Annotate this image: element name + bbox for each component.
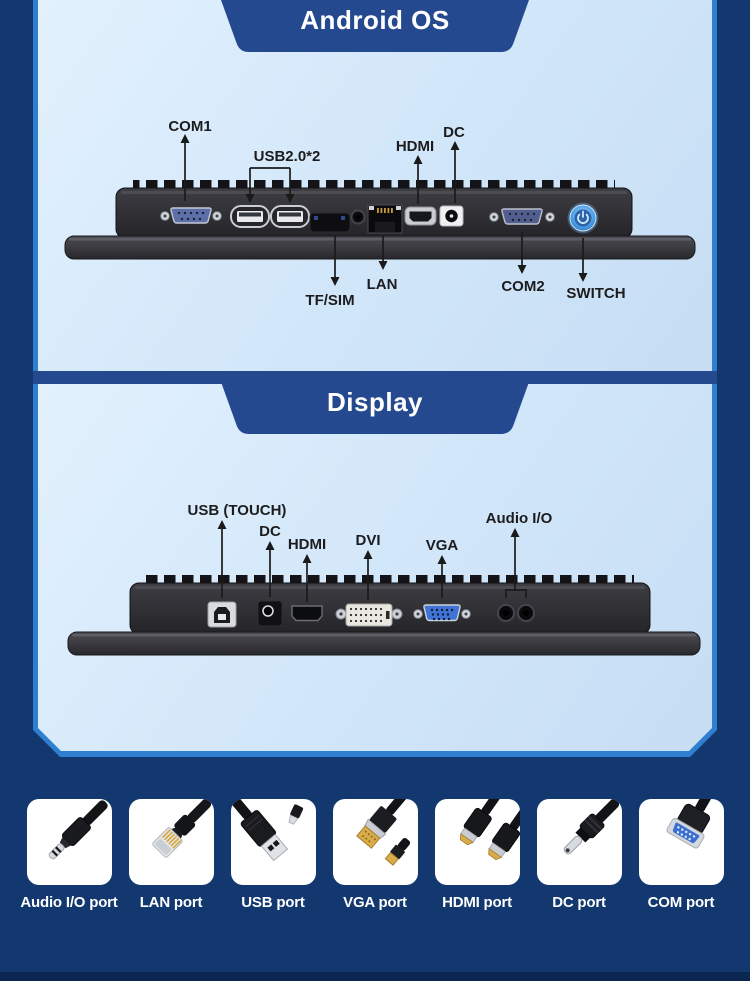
gallery-label: HDMI port xyxy=(442,894,512,911)
power-switch xyxy=(567,202,599,234)
gallery-card-lan: LAN port xyxy=(128,799,214,911)
front-bezel xyxy=(67,631,701,656)
hdmi-port xyxy=(291,605,323,622)
com1-port xyxy=(160,207,222,224)
cooling-fins xyxy=(146,575,634,586)
label-dc: DC xyxy=(443,124,465,141)
label-tfsim: TF/SIM xyxy=(305,292,354,309)
label-dc: DC xyxy=(259,523,281,540)
front-bezel xyxy=(64,235,696,260)
dvi-port xyxy=(335,603,403,627)
tf-sim-slot xyxy=(309,212,351,233)
gallery-card-vga: VGA port xyxy=(332,799,418,911)
lan-port xyxy=(367,204,403,234)
audio-out-jack xyxy=(517,604,535,622)
dc-jack-port xyxy=(257,600,283,627)
audio-jack-icon xyxy=(48,800,108,860)
audio-in-jack xyxy=(497,604,515,622)
display-device-diagram: USB (TOUCH) DC HDMI DVI VGA Audio I/O xyxy=(67,502,701,656)
dc-plug-icon xyxy=(563,799,619,855)
dc-port xyxy=(439,205,464,227)
usb-cable-icon xyxy=(230,799,303,862)
power-icon xyxy=(577,210,589,224)
label-usb-touch: USB (TOUCH) xyxy=(188,502,287,519)
gallery-card-usb: USB port xyxy=(230,799,316,911)
display-section-frame xyxy=(33,384,717,757)
label-usb2: USB2.0*2 xyxy=(254,148,321,165)
label-switch: SWITCH xyxy=(566,285,625,302)
android-device-diagram: COM1 USB2.0*2 HDMI DC TF/SIM LAN COM2 SW… xyxy=(64,118,696,309)
usb-port-2 xyxy=(270,205,310,228)
vga-cable-icon xyxy=(355,799,410,866)
label-hdmi: HDMI xyxy=(288,536,326,553)
label-lan: LAN xyxy=(367,276,398,293)
display-section-title: Display xyxy=(327,387,423,417)
display-section-banner: Display xyxy=(221,382,529,436)
gallery-card-hdmi: HDMI port xyxy=(434,799,520,911)
gallery-card-dc: DC port xyxy=(536,799,622,911)
hdmi-cable-icon xyxy=(459,799,520,861)
gallery-label: Audio I/O port xyxy=(20,894,118,911)
android-section-title: Android OS xyxy=(300,5,450,35)
label-audio-io: Audio I/O xyxy=(486,510,553,527)
gallery-label: COM port xyxy=(647,894,715,911)
android-section-banner: Android OS xyxy=(221,0,529,54)
cooling-fins xyxy=(133,180,615,191)
lan-cable-icon xyxy=(151,799,211,858)
gallery-label: LAN port xyxy=(139,894,203,911)
label-hdmi: HDMI xyxy=(396,138,434,155)
port-gallery: Audio I/O port LAN port xyxy=(0,799,750,911)
display-section-panel xyxy=(38,384,712,751)
section-divider-bar xyxy=(33,371,717,384)
com2-port xyxy=(489,208,555,225)
usb-port-1 xyxy=(230,205,270,228)
gallery-label: USB port xyxy=(241,894,305,911)
vga-port xyxy=(413,604,471,622)
label-dvi: DVI xyxy=(355,532,380,549)
usb-b-port xyxy=(207,601,237,628)
label-com1: COM1 xyxy=(168,118,211,135)
gallery-card-audio: Audio I/O port xyxy=(20,799,118,911)
gallery-card-com: COM port xyxy=(638,799,724,911)
gallery-label: VGA port xyxy=(343,894,407,911)
com-connector-icon xyxy=(666,799,714,849)
gallery-label: DC port xyxy=(552,894,606,911)
hdmi-port xyxy=(404,206,437,226)
label-com2: COM2 xyxy=(501,278,544,295)
label-vga: VGA xyxy=(426,537,459,554)
bottom-edge-strip xyxy=(0,972,750,981)
